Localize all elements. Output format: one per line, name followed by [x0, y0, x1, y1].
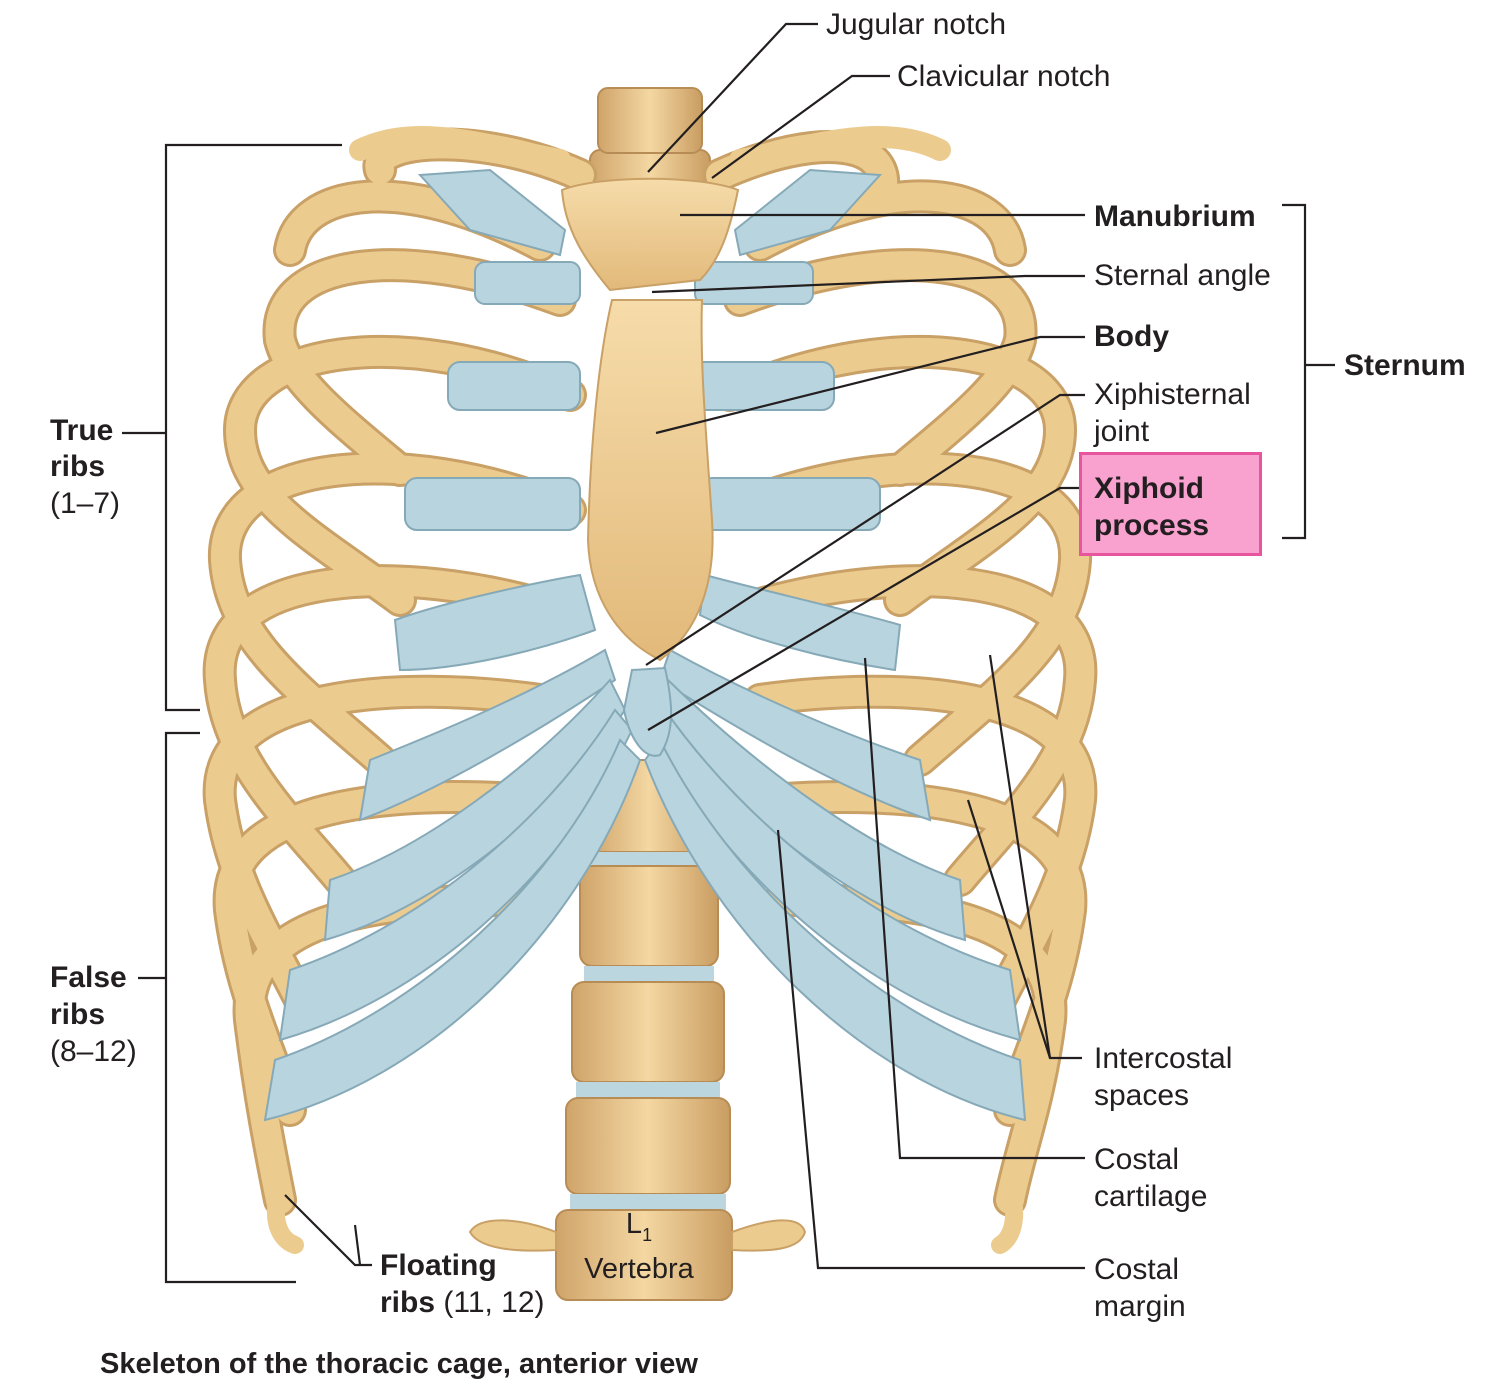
- label-clavicular-notch: Clavicular notch: [897, 60, 1111, 93]
- label-floating-ribs-line2: ribs (11, 12): [380, 1284, 545, 1321]
- label-true-ribs-line1: True: [50, 414, 114, 447]
- costal-cartilages: [263, 168, 1027, 1122]
- label-true-ribs-line3: (1–7): [50, 487, 121, 520]
- label-manubrium: Manubrium: [1094, 200, 1256, 233]
- label-xiphisternal-line2: joint: [1094, 415, 1150, 448]
- sternum-bone: [560, 177, 740, 757]
- label-floating-ribs-bold: ribs: [380, 1286, 436, 1319]
- ribs: [202, 126, 1098, 1254]
- label-xiphoid-line1: Xiphoid: [1094, 472, 1204, 505]
- label-costal-cartilage-line2: cartilage: [1094, 1180, 1208, 1213]
- label-costal-margin-line2: margin: [1094, 1290, 1186, 1323]
- label-intercostal-line2: spaces: [1094, 1079, 1190, 1112]
- label-body: Body: [1094, 320, 1169, 353]
- label-floating-ribs-range: (11, 12): [435, 1286, 545, 1319]
- label-true-ribs-line2: ribs: [50, 450, 106, 483]
- label-xiphisternal-line1: Xiphisternal: [1094, 378, 1251, 411]
- figure-caption: Skeleton of the thoracic cage, anterior …: [100, 1348, 698, 1380]
- label-false-ribs-line1: False: [50, 961, 127, 994]
- label-floating-ribs-line1: Floating: [380, 1249, 497, 1282]
- label-costal-margin-line1: Costal: [1094, 1253, 1180, 1286]
- label-vertebra-letter: L: [625, 1208, 643, 1240]
- vertebral-column: [468, 87, 807, 1301]
- label-vertebra-word: Vertebra: [584, 1253, 694, 1285]
- label-jugular-notch: Jugular notch: [826, 8, 1007, 41]
- xiphoid-highlight-box: [1079, 452, 1262, 556]
- label-sternum: Sternum: [1344, 349, 1466, 382]
- label-vertebra: L1 Vertebra: [568, 1207, 710, 1286]
- label-xiphoid-line2: process: [1094, 509, 1210, 542]
- leader-lines: [122, 22, 1335, 1284]
- label-sternal-angle: Sternal angle: [1094, 259, 1271, 292]
- label-false-ribs-line3: (8–12): [50, 1035, 137, 1068]
- label-costal-cartilage-line1: Costal: [1094, 1143, 1180, 1176]
- label-false-ribs-line2: ribs: [50, 998, 106, 1031]
- label-vertebra-sub: 1: [642, 1225, 653, 1245]
- label-intercostal-line1: Intercostal: [1094, 1042, 1233, 1075]
